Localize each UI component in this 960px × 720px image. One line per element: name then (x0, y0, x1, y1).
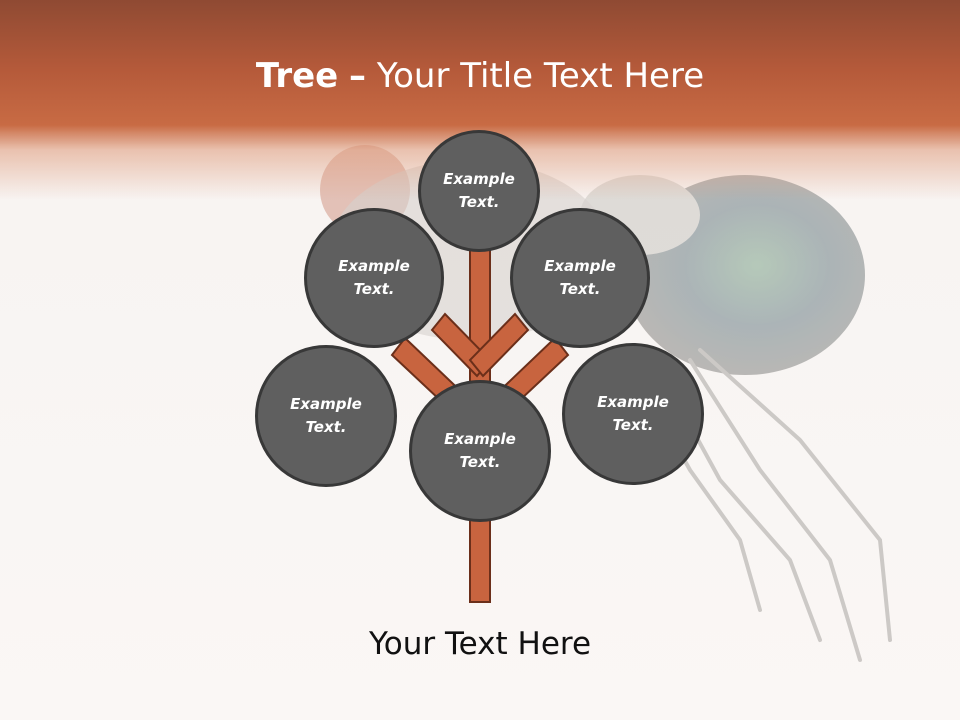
node-text: Example Text. (424, 168, 534, 214)
node-text: Example Text. (271, 393, 381, 439)
node-text: Example Text. (425, 428, 535, 474)
node-text-line2: Text. (612, 416, 654, 434)
node-text-line1: Example (597, 393, 669, 411)
tree-node-lower-right[interactable]: Example Text. (562, 343, 704, 485)
footer-text[interactable]: Your Text Here (368, 626, 592, 662)
slide-title[interactable]: Tree – Your Title Text Here (0, 52, 960, 100)
node-text-line1: Example (544, 257, 616, 275)
node-text: Example Text. (525, 255, 635, 301)
node-text-line2: Text. (458, 193, 500, 211)
node-text-line1: Example (290, 395, 362, 413)
branch-upper-right (468, 312, 530, 378)
title-bold-word: Tree (255, 56, 339, 96)
node-text-line2: Text. (305, 418, 347, 436)
tree-node-center[interactable]: Example Text. (409, 380, 551, 522)
node-text-line2: Text. (559, 280, 601, 298)
tree-node-lower-left[interactable]: Example Text. (255, 345, 397, 487)
tree-node-upper-left[interactable]: Example Text. (304, 208, 444, 348)
node-text: Example Text. (319, 255, 429, 301)
tree-node-top[interactable]: Example Text. (418, 130, 540, 252)
node-text-line2: Text. (459, 453, 501, 471)
node-text-line2: Text. (353, 280, 395, 298)
tree-node-upper-right[interactable]: Example Text. (510, 208, 650, 348)
title-text: Your Title Text Here (376, 56, 705, 96)
node-text-line1: Example (338, 257, 410, 275)
node-text-line1: Example (444, 430, 516, 448)
node-text-line1: Example (443, 170, 515, 188)
title-dash: – (349, 56, 367, 96)
node-text: Example Text. (578, 391, 688, 437)
